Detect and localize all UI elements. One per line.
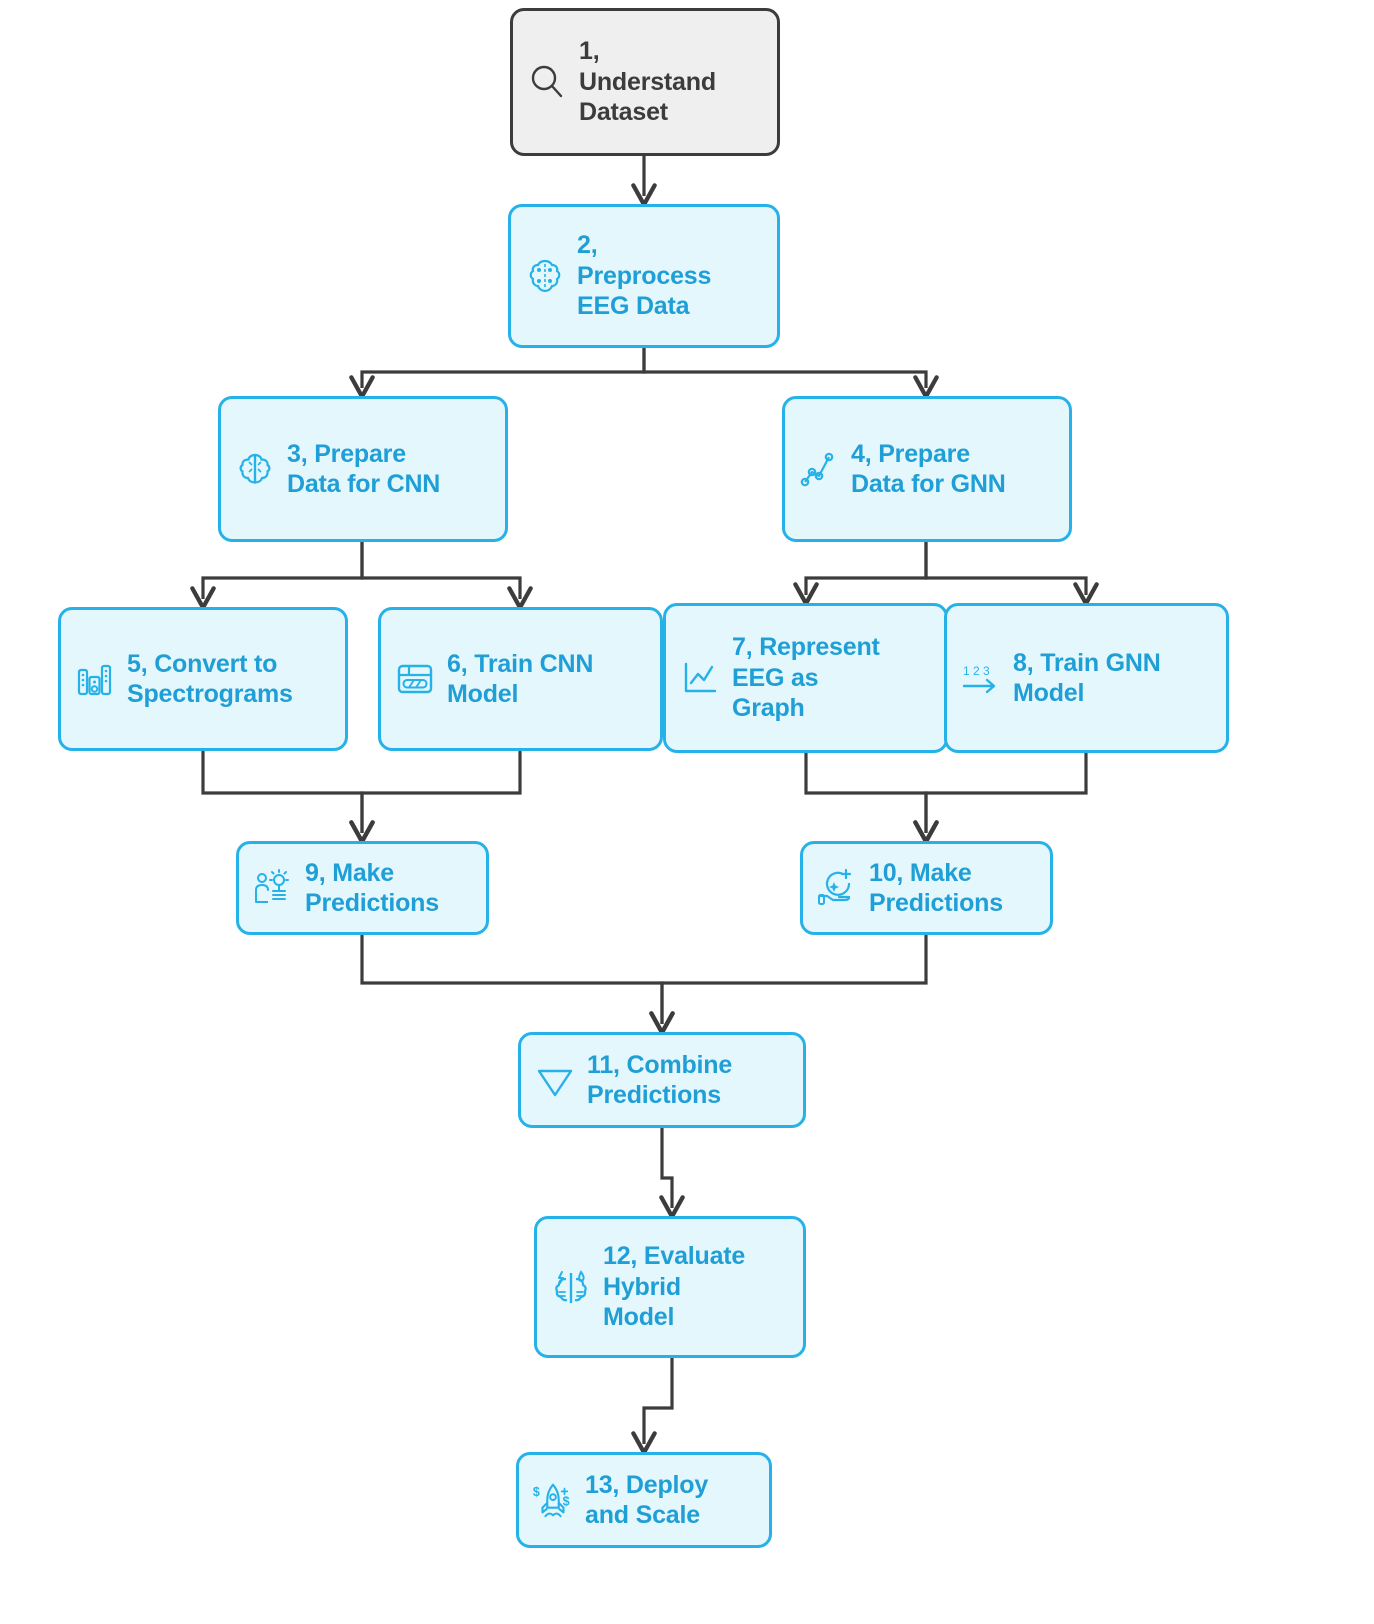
numbers-arrow-icon: 1 2 3 bbox=[959, 656, 1003, 700]
svg-text:$: $ bbox=[533, 1485, 540, 1499]
edge-n7-n10 bbox=[804, 753, 939, 844]
node-label: 3, Prepare Data for CNN bbox=[287, 439, 441, 499]
svg-text:1 2 3: 1 2 3 bbox=[963, 664, 990, 678]
edge-n11-n12 bbox=[659, 1128, 685, 1219]
node-train-cnn-model[interactable]: 6, Train CNN Model bbox=[378, 607, 663, 751]
node-label: 1, Understand Dataset bbox=[579, 37, 716, 127]
equalizer-icon bbox=[73, 657, 117, 701]
node-label: 10, Make Predictions bbox=[869, 858, 1003, 918]
node-evaluate-hybrid-model[interactable]: 12, Evaluate Hybrid Model bbox=[534, 1216, 806, 1358]
brain-circuit-icon bbox=[523, 254, 567, 298]
node-preprocess-eeg-data[interactable]: 2, Preprocess EEG Data bbox=[508, 204, 780, 348]
node-label: 5, Convert to Spectrograms bbox=[127, 649, 293, 709]
edge-n10-n11 bbox=[649, 935, 928, 1035]
node-represent-eeg-as-graph[interactable]: 7, Represent EEG as Graph bbox=[663, 603, 948, 753]
brain-split-icon bbox=[549, 1265, 593, 1309]
edge-n12-n13 bbox=[631, 1358, 674, 1455]
rocket-money-icon: $ $ bbox=[531, 1478, 575, 1522]
edge-n9-n11 bbox=[360, 935, 675, 1035]
node-make-predictions-gnn[interactable]: 10, Make Predictions bbox=[800, 841, 1053, 935]
person-idea-icon bbox=[251, 866, 295, 910]
line-chart-icon bbox=[678, 656, 722, 700]
node-label: 6, Train CNN Model bbox=[447, 649, 594, 709]
node-label: 7, Represent EEG as Graph bbox=[732, 633, 880, 723]
node-prepare-data-for-gnn[interactable]: 4, Prepare Data for GNN bbox=[782, 396, 1072, 542]
edge-n4-n8 bbox=[924, 542, 1099, 606]
magnifier-icon bbox=[525, 60, 569, 104]
node-convert-to-spectrograms[interactable]: 5, Convert to Spectrograms bbox=[58, 607, 348, 751]
edge-n6-n9 bbox=[349, 751, 522, 844]
node-make-predictions-cnn[interactable]: 9, Make Predictions bbox=[236, 841, 489, 935]
node-label: 12, Evaluate Hybrid Model bbox=[603, 1242, 746, 1332]
node-label: 8, Train GNN Model bbox=[1013, 648, 1161, 708]
node-combine-predictions[interactable]: 11, Combine Predictions bbox=[518, 1032, 806, 1128]
edge-n3-n5 bbox=[190, 542, 364, 610]
edge-n3-n6 bbox=[360, 542, 533, 610]
graph-nodes-icon bbox=[797, 447, 841, 491]
node-understand-dataset[interactable]: 1, Understand Dataset bbox=[510, 8, 780, 156]
svg-text:$: $ bbox=[563, 1495, 570, 1509]
node-deploy-and-scale[interactable]: $ $ 13, Deploy and Scale bbox=[516, 1452, 772, 1548]
edge-n8-n10 bbox=[913, 753, 1088, 844]
edge-n5-n9 bbox=[201, 751, 375, 844]
node-label: 9, Make Predictions bbox=[305, 858, 439, 918]
hand-sparkle-icon bbox=[815, 866, 859, 910]
node-label: 2, Preprocess EEG Data bbox=[577, 231, 712, 321]
node-label: 13, Deploy and Scale bbox=[585, 1470, 709, 1530]
edge-n2-n3 bbox=[349, 348, 646, 399]
node-label: 4, Prepare Data for GNN bbox=[851, 439, 1006, 499]
edge-n2-n4 bbox=[642, 348, 939, 399]
node-prepare-data-for-cnn[interactable]: 3, Prepare Data for CNN bbox=[218, 396, 508, 542]
layers-card-icon bbox=[393, 657, 437, 701]
brain-icon bbox=[233, 447, 277, 491]
triangle-down-icon bbox=[533, 1058, 577, 1102]
node-train-gnn-model[interactable]: 1 2 3 8, Train GNN Model bbox=[944, 603, 1229, 753]
node-label: 11, Combine Predictions bbox=[587, 1050, 733, 1110]
edge-n4-n7 bbox=[793, 542, 928, 606]
